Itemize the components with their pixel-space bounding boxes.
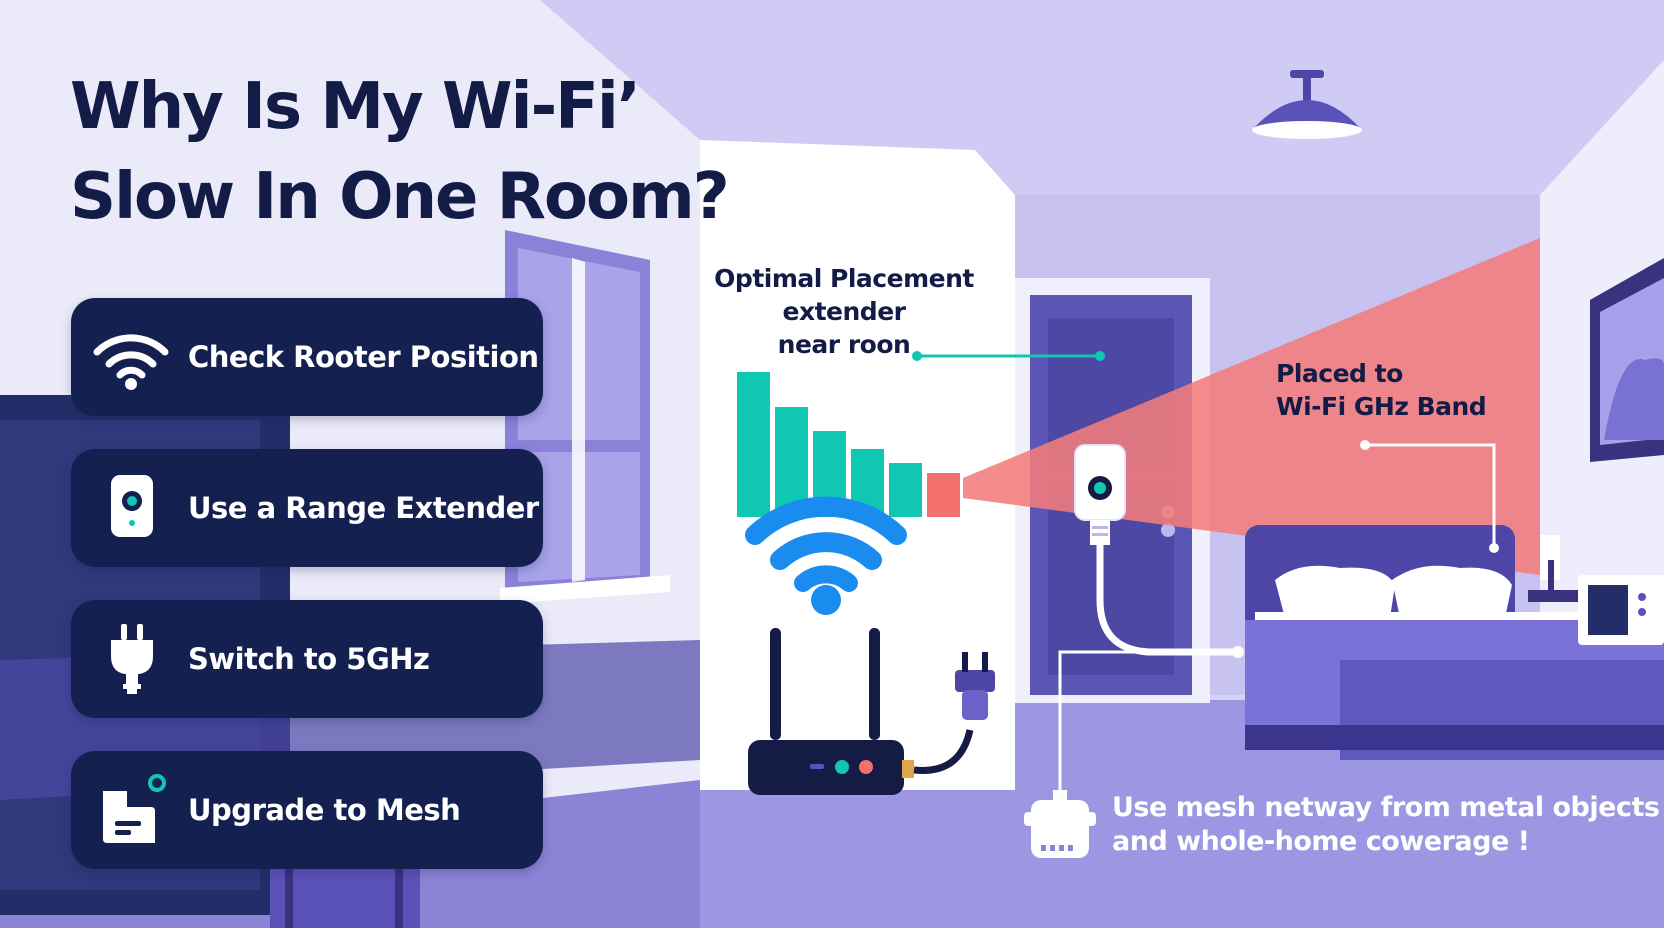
tip-label: Check Rooter Position — [188, 340, 539, 374]
callout-line: near roon — [777, 330, 911, 359]
tip-card-switch-5ghz[interactable]: Switch to 5GHz — [71, 600, 543, 718]
page-title: Why Is My Wi-Fi’ Slow In One Room? — [70, 62, 730, 242]
router — [748, 628, 974, 795]
callout-connectors — [912, 351, 1499, 795]
range-extender-icon — [91, 471, 171, 545]
signal-bar — [775, 407, 808, 517]
title-line-1: Why Is My Wi-Fi’ — [70, 70, 641, 144]
tip-card-upgrade-mesh[interactable]: Upgrade to Mesh — [71, 751, 543, 869]
callout-line: Optimal Placement — [714, 264, 974, 293]
callout-line: Placed to — [1276, 359, 1403, 388]
mesh-node-icon — [91, 773, 171, 847]
note-line: and whole-home cowerage ! — [1112, 826, 1530, 857]
callout-line: extender — [782, 297, 906, 326]
tip-card-range-extender[interactable]: Use a Range Extender — [71, 449, 543, 567]
tip-label: Upgrade to Mesh — [188, 793, 461, 827]
ceiling-lamp — [1252, 70, 1362, 139]
tip-label: Use a Range Extender — [188, 491, 539, 525]
signal-bar — [927, 473, 960, 517]
nightstand — [1528, 535, 1664, 645]
title-line-2: Slow In One Room? — [70, 160, 730, 234]
wall-range-extender — [1074, 444, 1235, 656]
tip-card-check-router[interactable]: Check Rooter Position — [71, 298, 543, 416]
tip-label: Switch to 5GHz — [188, 642, 430, 676]
wifi-icon — [91, 320, 171, 394]
mesh-tip-note: Use mesh netway from metal objects and w… — [1112, 791, 1660, 859]
ghz-band-callout: Placed to Wi-Fi GHz Band — [1276, 357, 1487, 423]
signal-bar — [889, 463, 922, 517]
router-plug — [955, 652, 995, 720]
callout-line: Wi-Fi GHz Band — [1276, 392, 1487, 421]
note-line: Use mesh netway from metal objects — [1112, 792, 1660, 823]
mesh-plug-device — [1024, 790, 1096, 858]
plug-icon — [91, 622, 171, 696]
optimal-placement-callout: Optimal Placement extender near roon — [706, 262, 982, 361]
wifi-signal-icon — [745, 496, 907, 615]
wall-picture — [1590, 258, 1664, 462]
signal-bar — [737, 372, 770, 517]
